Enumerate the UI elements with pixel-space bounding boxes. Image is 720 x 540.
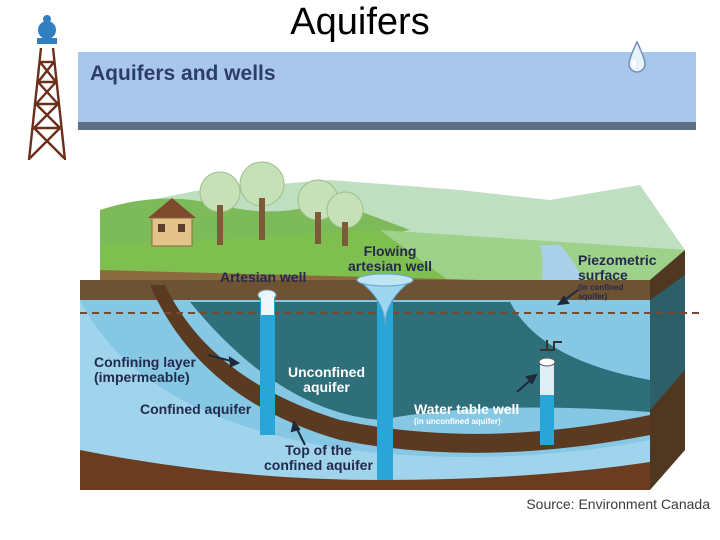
confining-line1: Confining layer [94, 354, 196, 370]
confining-line2: (impermeable) [94, 369, 190, 385]
piezometric-note2: aquifer) [578, 292, 608, 301]
piezometric-note1: (in confined [578, 283, 624, 292]
cross-section-illustration [80, 161, 700, 490]
flowing-label-line2: artesian well [348, 258, 433, 274]
confined-aquifer-label: Confined aquifer [140, 401, 252, 417]
slide-title: Aquifers [290, 1, 430, 43]
oil-derrick-icon [27, 15, 67, 161]
water-table-well-label: Water table well (in unconfined aquifer) [414, 401, 520, 427]
water-table-note: (in unconfined aquifer) [414, 417, 501, 426]
top-confined-line2: confined aquifer [264, 457, 373, 473]
water-table-line1: Water table well [414, 401, 520, 417]
unconfined-line2: aquifer [303, 379, 350, 395]
top-of-confined-aquifer-label: Top of the confined aquifer [264, 443, 373, 473]
confining-layer-label: Confining layer (impermeable) [94, 355, 196, 385]
banner-title: Aquifers and wells [90, 62, 276, 85]
section-banner: Aquifers and wells [78, 52, 696, 122]
piezometric-line1: Piezometric [578, 252, 657, 268]
piezometric-line2: surface [578, 267, 628, 283]
artesian-well-label: Artesian well [220, 269, 307, 285]
source-credit: Source: Environment Canada [526, 496, 710, 512]
flowing-artesian-well-label: Flowing artesian well [348, 244, 432, 274]
unconfined-aquifer-label: Unconfined aquifer [288, 365, 365, 395]
top-confined-line1: Top of the [285, 442, 352, 458]
piezometric-surface-label: Piezometric surface (in confined aquifer… [578, 252, 657, 302]
water-drop-icon [628, 40, 646, 73]
flowing-label-line1: Flowing [363, 243, 417, 259]
unconfined-line1: Unconfined [288, 364, 365, 380]
aquifer-diagram: Artesian well Flowing artesian well Piez… [80, 150, 700, 500]
